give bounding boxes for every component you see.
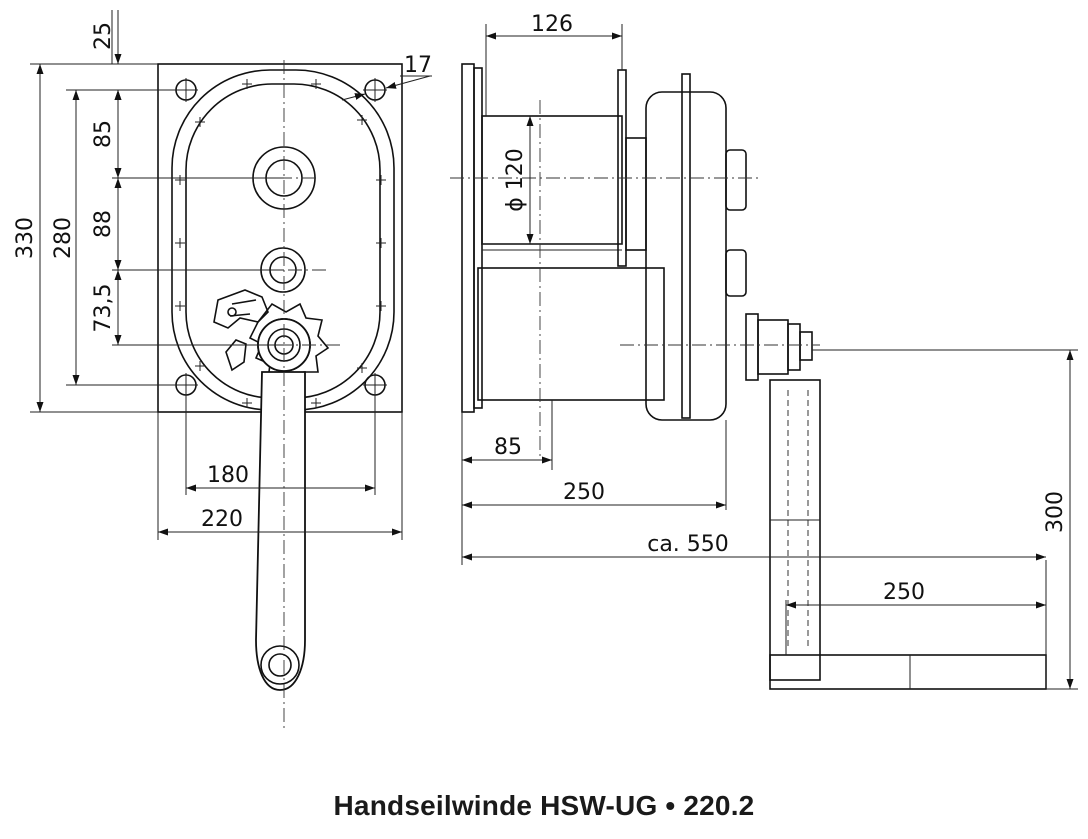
boss-top <box>725 149 747 211</box>
side-centerlines <box>450 100 820 460</box>
dim-handle-250: 250 <box>883 580 925 605</box>
dim-top-offset: 25 <box>91 22 116 50</box>
front-dimension-lines <box>36 10 432 536</box>
drawing-caption: Handseilwinde HSW-UG • 220.2 <box>333 790 755 821</box>
gearbox-housing <box>645 91 727 421</box>
crank-arm <box>255 371 306 691</box>
dim-hole-dia: 17 <box>404 53 432 78</box>
dim-drum-length: 126 <box>531 12 573 37</box>
ratchet-mechanism <box>213 289 330 388</box>
side-handle <box>769 654 1047 690</box>
side-hub <box>745 313 759 381</box>
dim-depth-250: 250 <box>563 480 605 505</box>
technical-drawing: 25 17 330 280 85 88 73,5 180 220 <box>13 10 1078 730</box>
side-dimension-lines <box>462 32 1074 689</box>
side-view: 126 ϕ 120 85 250 ca. 550 250 300 <box>450 12 1078 690</box>
dim-base-85: 85 <box>494 435 522 460</box>
dim-width-total: 220 <box>201 507 243 532</box>
front-extension-lines <box>30 10 403 540</box>
crank-handle-hole-outer <box>260 645 300 685</box>
dim-seg-73-5: 73,5 <box>91 284 116 333</box>
gearbox-flange <box>681 73 691 419</box>
dim-overall-550: ca. 550 <box>647 532 729 557</box>
dim-seg-85: 85 <box>91 120 116 148</box>
side-crank-arm <box>769 379 821 681</box>
boss-mid <box>725 249 747 297</box>
housing-bolts <box>175 79 386 408</box>
dim-crank-radius: 300 <box>1043 491 1068 533</box>
dim-drum-dia: ϕ 120 <box>503 148 528 212</box>
dim-height-total: 330 <box>13 217 38 259</box>
dim-seg-88: 88 <box>91 210 116 238</box>
dim-height-holes: 280 <box>51 217 76 259</box>
side-mount-plate <box>461 63 475 413</box>
crank-handle-hole-inner <box>268 653 292 677</box>
side-extension-lines <box>461 24 1078 690</box>
dim-width-holes: 180 <box>207 463 249 488</box>
gear-base <box>477 267 665 401</box>
front-view: 25 17 330 280 85 88 73,5 180 220 <box>13 10 432 730</box>
